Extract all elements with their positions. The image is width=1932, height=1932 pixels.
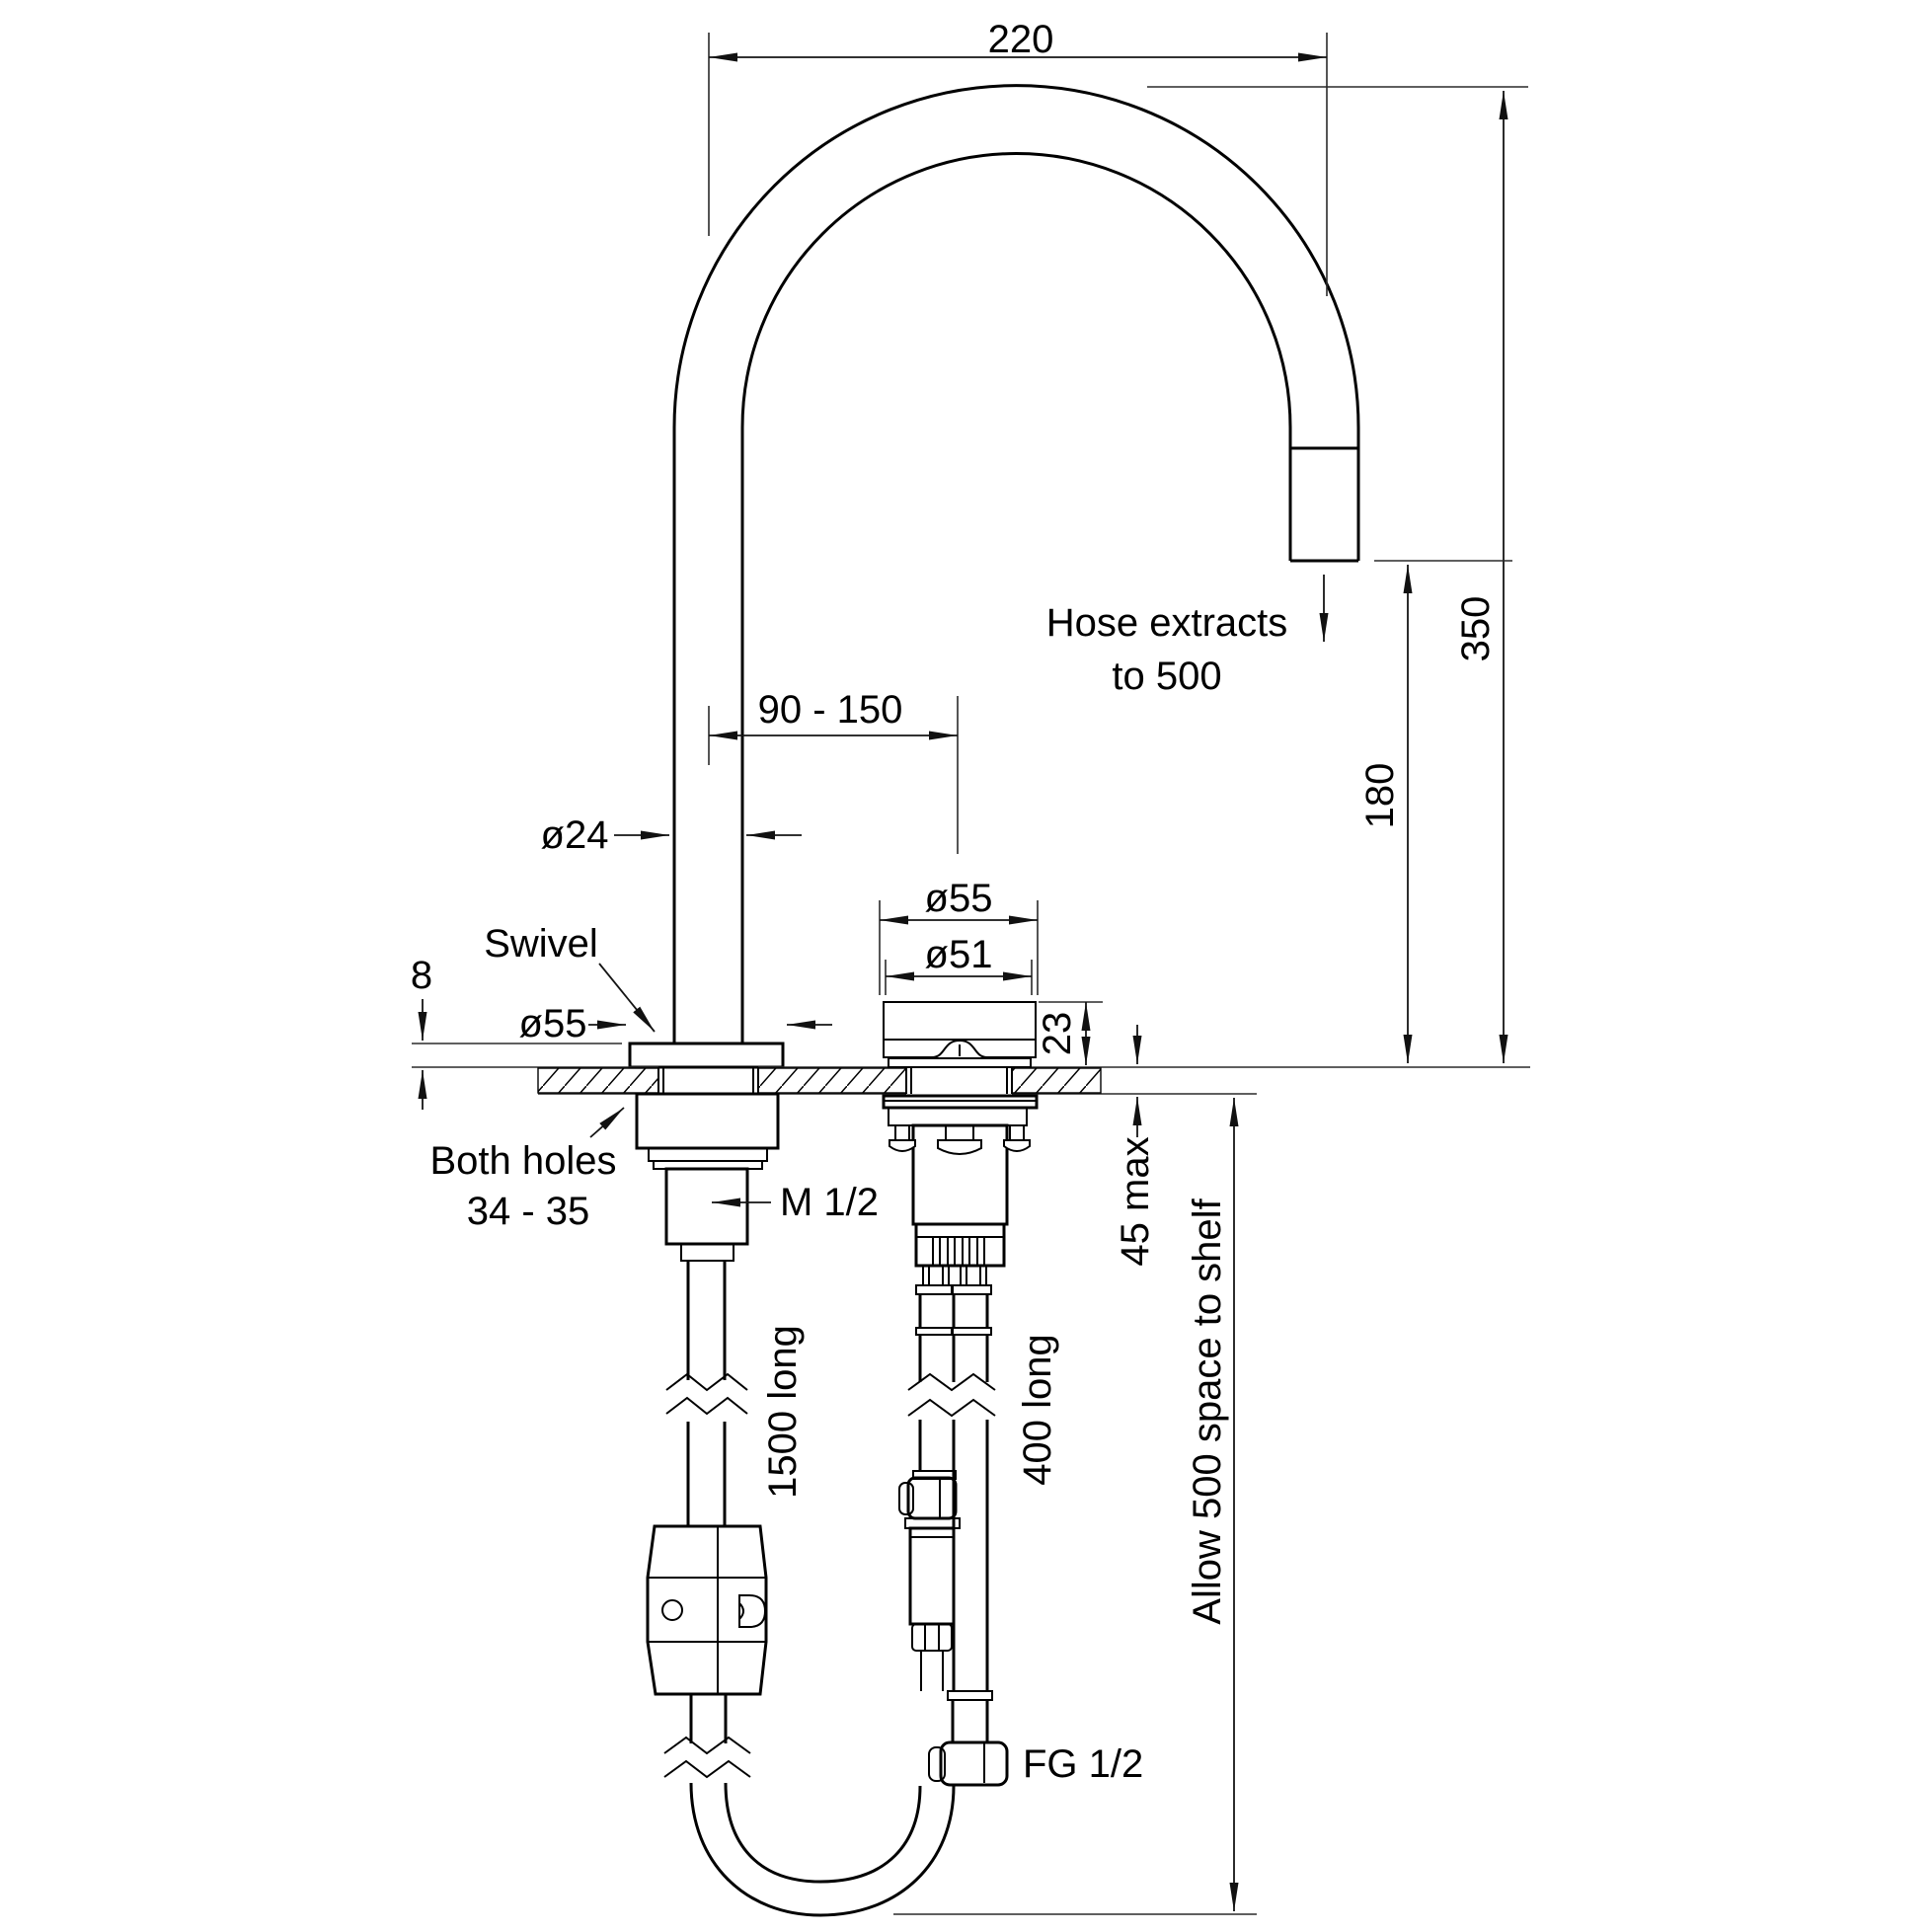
fg-half-nut — [928, 1740, 1009, 1787]
bench-hatch-mid — [757, 1067, 907, 1094]
label-45-max: 45 max — [1114, 1136, 1157, 1266]
screw-head-mid — [937, 1139, 982, 1155]
control-handle — [883, 1001, 1037, 1068]
swivel-flange — [628, 1042, 785, 1069]
connector-slots — [932, 1237, 985, 1266]
label-both-holes-1: Both holes — [429, 1139, 616, 1183]
bench-top — [412, 1066, 1530, 1095]
spout-outer-arc — [672, 84, 1360, 428]
inline-filter — [646, 1524, 768, 1696]
break3-upper — [907, 1372, 996, 1392]
handle-skirt — [883, 1039, 1037, 1058]
both-holes-leader — [589, 1107, 625, 1138]
bench-hatch-right — [1011, 1067, 1102, 1094]
u-bend-outer — [689, 1782, 956, 1917]
break2-upper — [663, 1736, 751, 1755]
labels: 220 350 180 Hose extracts to 500 90 - 15… — [411, 18, 1498, 1786]
u-bend-inner — [724, 1782, 922, 1884]
tap-underbench-assembly — [635, 1092, 1009, 1917]
fg-nut-body — [939, 1740, 1009, 1787]
filter-d-slot — [738, 1594, 767, 1628]
screw-head-right — [1003, 1139, 1031, 1152]
hoseR-collar-low — [951, 1327, 992, 1336]
label-1500-long: 1500 long — [761, 1325, 805, 1499]
label-dia51: ø51 — [925, 933, 993, 976]
label-swivel: Swivel — [484, 922, 598, 966]
label-350: 350 — [1454, 596, 1498, 662]
spout-inner-arc — [740, 152, 1292, 428]
label-m12: M 1/2 — [780, 1181, 879, 1224]
dimensions — [412, 33, 1528, 1915]
label-dia24: ø24 — [541, 813, 609, 857]
label-180: 180 — [1358, 763, 1402, 829]
label-400-long: 400 long — [1016, 1334, 1059, 1485]
valve-underbench-assembly — [882, 1094, 1039, 1742]
label-both-holes-2: 34 - 35 — [467, 1190, 590, 1233]
clamp-screws — [889, 1125, 1031, 1155]
break1-upper — [665, 1372, 748, 1392]
label-dia55-base: ø55 — [519, 1002, 587, 1045]
label-90-150: 90 - 150 — [758, 688, 903, 732]
label-allow-500: Allow 500 space to shelf — [1186, 1198, 1229, 1624]
swivel-leader — [598, 963, 656, 1033]
bench-hatch-left — [537, 1067, 659, 1094]
hose-nipple — [680, 1243, 734, 1262]
label-220: 220 — [988, 18, 1054, 61]
chain-nut-tab — [898, 1482, 914, 1515]
hose-end-band — [947, 1690, 993, 1701]
hoseR-collar-top — [951, 1284, 992, 1295]
label-fg12: FG 1/2 — [1023, 1742, 1143, 1786]
filter-outline — [646, 1524, 768, 1696]
label-23: 23 — [1036, 1012, 1079, 1056]
screw-head-left — [889, 1139, 916, 1152]
label-hose-extracts-1: Hose extracts — [1046, 601, 1288, 645]
label-dia55-handle: ø55 — [925, 877, 993, 920]
break1-lower — [665, 1396, 748, 1416]
break2-lower — [663, 1759, 751, 1779]
label-hose-extracts-2: to 500 — [1112, 655, 1221, 698]
mini-valve-chain — [898, 1470, 961, 1691]
chain-hex2 — [911, 1623, 953, 1652]
filter-d-slot-arc — [738, 1602, 744, 1620]
fg-nut-chamfer-tab — [928, 1746, 946, 1782]
handle-base-plate — [888, 1057, 1032, 1068]
filter-port-circle — [661, 1599, 683, 1621]
break3-lower — [907, 1398, 996, 1418]
connector-stems — [922, 1266, 987, 1285]
label-8: 8 — [411, 954, 432, 997]
tap-spout — [628, 84, 1360, 1069]
